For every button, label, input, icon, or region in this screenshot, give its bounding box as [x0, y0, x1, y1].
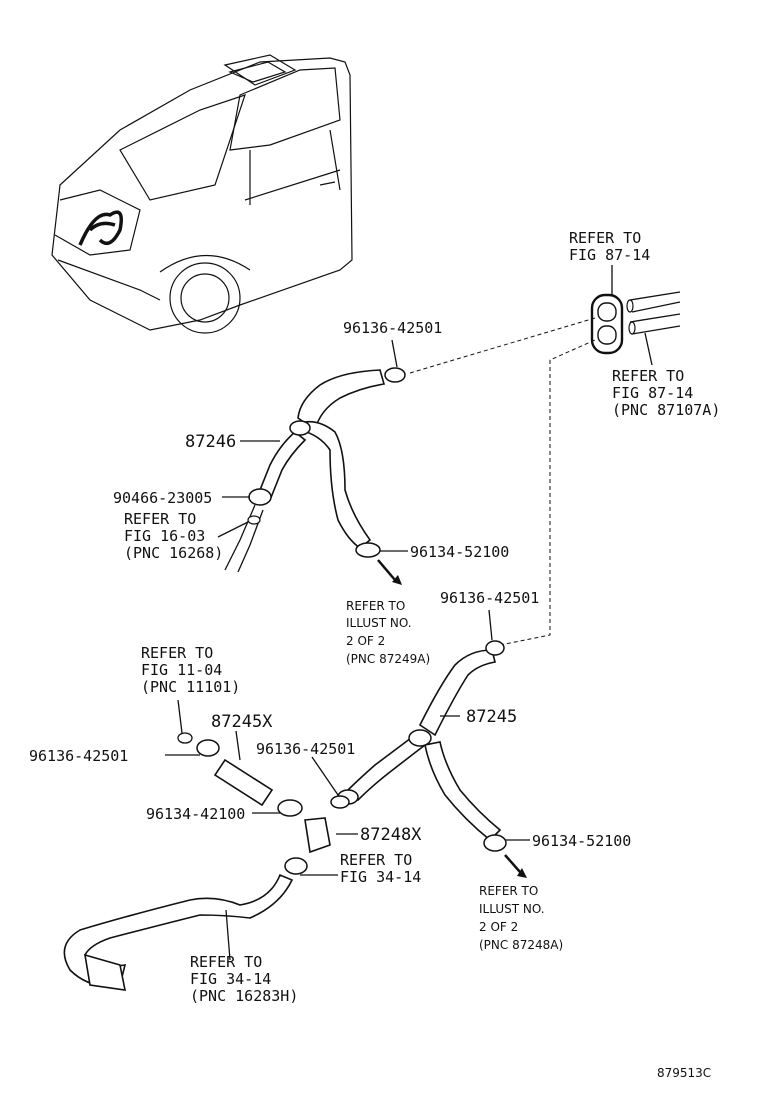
hose-87245x [63, 732, 350, 991]
part-number-96134-52100-upper: 96134-52100 [410, 543, 509, 561]
ref-illust-87249a: REFER TO ILLUST NO. 2 OF 2 (PNC 87249A) [346, 599, 430, 666]
part-number-96136-42501-left: 96136-42501 [29, 747, 128, 765]
ref-fig-34-14-pnc: REFER TO FIG 34-14 (PNC 16283H) [190, 953, 298, 1005]
part-number-87245: 87245 [466, 707, 517, 727]
part-number-87245x: 87245X [211, 712, 273, 732]
part-number-96134-52100-lower: 96134-52100 [532, 832, 631, 850]
part-number-96136-42501-top: 96136-42501 [343, 319, 442, 337]
part-number-96136-42501-center: 96136-42501 [256, 740, 355, 758]
part-labels: 96136-42501 87246 90466-23005 96134-5210… [29, 319, 631, 850]
ref-fig-11-04: REFER TO FIG 11-04 (PNC 11101) [141, 644, 240, 696]
reference-notes: REFER TO FIG 87-14 REFER TO FIG 87-14 (P… [124, 229, 720, 1005]
illustration-id: 879513C [657, 1066, 711, 1080]
ref-illust-87248a: REFER TO ILLUST NO. 2 OF 2 (PNC 87248A) [479, 884, 563, 952]
ref-fig-87-14: REFER TO FIG 87-14 [569, 229, 650, 264]
ref-fig-16-03: REFER TO FIG 16-03 (PNC 16268) [124, 510, 223, 562]
part-number-87248x: 87248X [360, 825, 422, 845]
part-number-96134-42100: 96134-42100 [146, 805, 245, 823]
ref-fig-34-14: REFER TO FIG 34-14 [340, 851, 421, 886]
hose-87246 [224, 367, 406, 585]
part-number-87246: 87246 [185, 432, 236, 452]
leader-lines [165, 339, 530, 961]
part-number-90466-23005: 90466-23005 [113, 489, 212, 507]
vehicle-illustration [51, 54, 353, 334]
hose-87245 [337, 640, 527, 878]
ref-fig-87-14-pnc: REFER TO FIG 87-14 (PNC 87107A) [612, 367, 720, 419]
grommet-assembly [590, 265, 681, 366]
part-number-96136-42501-mid: 96136-42501 [440, 589, 539, 607]
